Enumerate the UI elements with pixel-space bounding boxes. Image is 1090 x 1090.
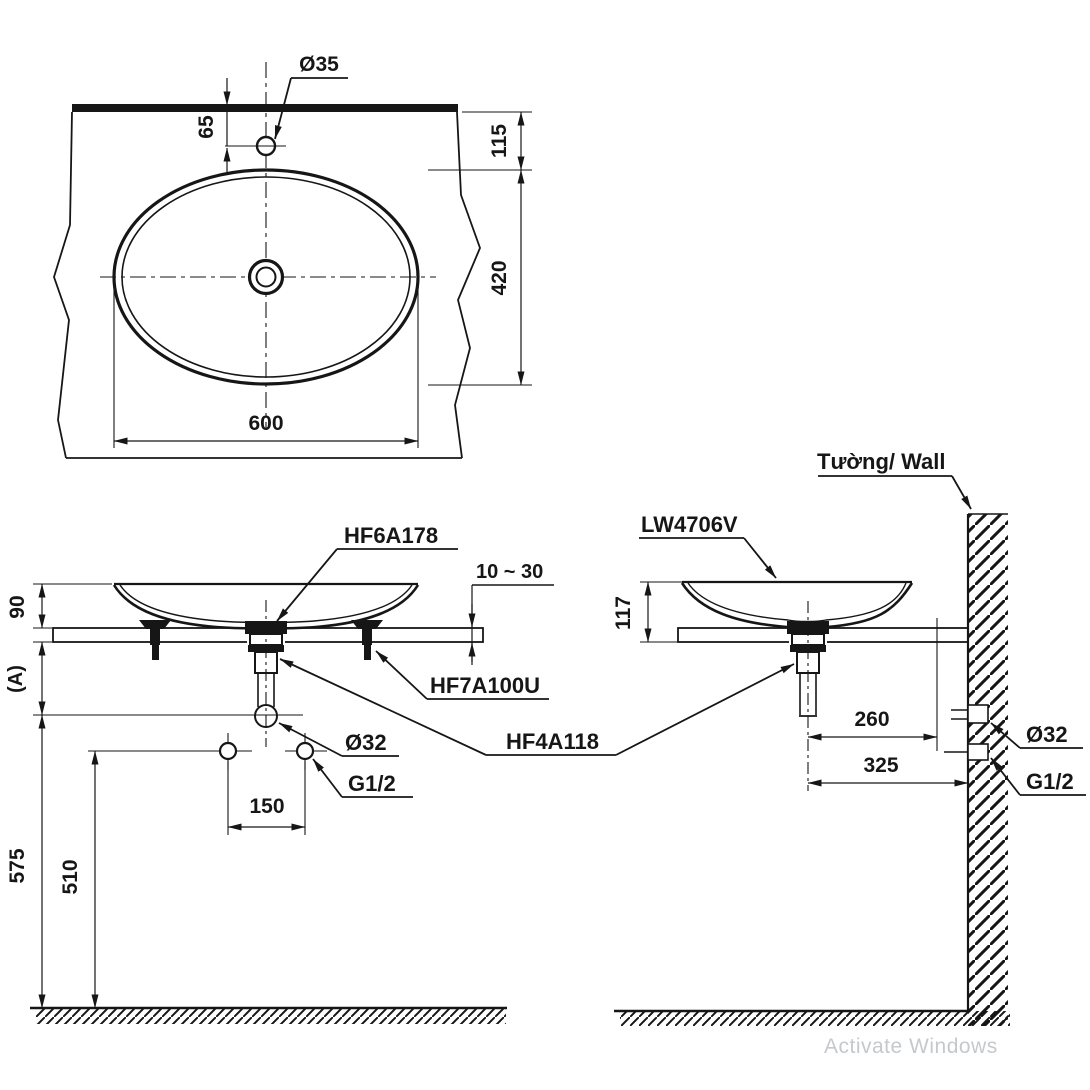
svg-text:HF4A118: HF4A118	[506, 729, 599, 754]
svg-text:HF7A100U: HF7A100U	[430, 673, 540, 698]
drain-fitting-label: HF4A118	[279, 658, 795, 756]
floor-left	[30, 1006, 507, 1024]
svg-text:10 ~ 30: 10 ~ 30	[476, 561, 543, 583]
side-view: 117 Tường/ Wall LW	[612, 449, 1086, 1026]
dim-height-above-counter: 90	[6, 583, 46, 629]
svg-text:Ø32: Ø32	[345, 730, 387, 755]
svg-text:Ø35: Ø35	[299, 53, 339, 76]
fixing-bolt-left	[139, 620, 171, 660]
svg-text:420: 420	[488, 260, 511, 295]
supply-point-right	[285, 733, 327, 770]
dim-adjustable-height: (A)	[5, 641, 46, 716]
svg-text:Ø32: Ø32	[1026, 722, 1068, 747]
counter-break-left	[53, 111, 73, 459]
drain-diameter-label-front: Ø32	[278, 722, 399, 757]
watermark-text: Activate Windows	[824, 1035, 998, 1058]
faucet-hole-diameter-label: Ø35	[274, 53, 348, 140]
svg-text:65: 65	[195, 115, 218, 139]
wall-label: Tường/ Wall	[817, 449, 972, 510]
watermark-cutoff	[788, 1056, 1090, 1090]
counter-break-right	[454, 111, 481, 459]
svg-text:G1/2: G1/2	[1026, 769, 1074, 794]
drain-inner-circle	[255, 266, 277, 288]
wall-supply-socket	[944, 743, 989, 761]
dim-basin-height: 117	[612, 581, 684, 643]
front-view: 150 10 ~ 30 90 (A) 575 510	[5, 523, 795, 1024]
svg-text:(A): (A)	[5, 665, 27, 693]
wall-drain-socket	[951, 704, 989, 724]
svg-text:G1/2: G1/2	[348, 771, 396, 796]
dim-basin-width: 600	[113, 288, 419, 448]
svg-text:150: 150	[249, 795, 284, 818]
wall-drain-diameter-label: Ø32	[990, 722, 1083, 749]
top-view: Ø35 65 115 420 600	[53, 53, 532, 459]
svg-text:90: 90	[6, 595, 29, 618]
dim-edge-to-basin: 115	[428, 111, 532, 171]
dim-drain-to-point: 260	[807, 618, 938, 751]
drain-assembly-side	[787, 601, 829, 791]
dim-drain-to-wall: 325	[807, 754, 969, 787]
supply-point-left	[88, 733, 252, 770]
dim-supply-spacing: 150	[227, 761, 306, 835]
fixing-bolt-right	[351, 620, 383, 660]
basin-model-label: LW4706V	[639, 512, 777, 579]
dim-drain-outlet-height: 575	[6, 714, 46, 1009]
dim-counter-thickness: 10 ~ 30	[468, 561, 554, 665]
drain-assembly-front	[245, 600, 287, 747]
svg-text:Tường/ Wall: Tường/ Wall	[817, 449, 946, 474]
floor-right	[614, 1009, 1010, 1026]
dim-faucet-offset: 65	[195, 78, 252, 174]
dim-basin-depth: 420	[428, 169, 532, 386]
faucet-model-label: HF6A178	[276, 523, 458, 622]
svg-text:325: 325	[863, 754, 898, 777]
drain-outer-circle	[247, 258, 285, 296]
svg-text:260: 260	[854, 708, 889, 731]
svg-text:575: 575	[6, 848, 29, 883]
supply-thread-label-front: G1/2	[312, 758, 413, 798]
counter-wall-edge	[72, 104, 458, 112]
svg-text:117: 117	[612, 596, 635, 630]
bowl-inner-profile-side	[687, 582, 907, 623]
svg-text:510: 510	[59, 859, 82, 894]
svg-text:LW4706V: LW4706V	[641, 512, 738, 537]
fixing-kit-label: HF7A100U	[375, 650, 549, 700]
svg-text:600: 600	[248, 412, 283, 435]
svg-text:115: 115	[488, 124, 511, 158]
svg-text:HF6A178: HF6A178	[344, 523, 438, 548]
dim-supply-height: 510	[59, 750, 99, 1009]
wall-supply-thread-label: G1/2	[990, 757, 1086, 796]
wall-section	[944, 513, 1008, 1026]
